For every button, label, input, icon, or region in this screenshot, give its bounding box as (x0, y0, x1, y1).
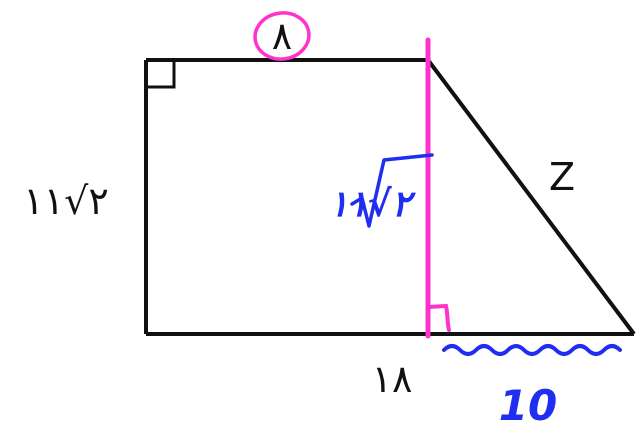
right-angle-marker (146, 60, 176, 89)
top-label-circle (253, 11, 311, 61)
added-segment-label: 10 (499, 381, 557, 430)
slant-side-label: Z (549, 155, 575, 199)
top-base-label: ٨ (272, 14, 292, 58)
left-height-label: ٢√١١ (23, 179, 108, 223)
handwritten-radical-sign (350, 153, 434, 228)
height-right-angle-marker (426, 303, 451, 332)
bottom-base-label: ١٨ (372, 357, 413, 401)
added-height-label: ٢√١١ (329, 184, 417, 225)
segment-wavy-underline (442, 344, 622, 356)
height-construction (253, 11, 451, 339)
slant-side-line (426, 58, 636, 336)
